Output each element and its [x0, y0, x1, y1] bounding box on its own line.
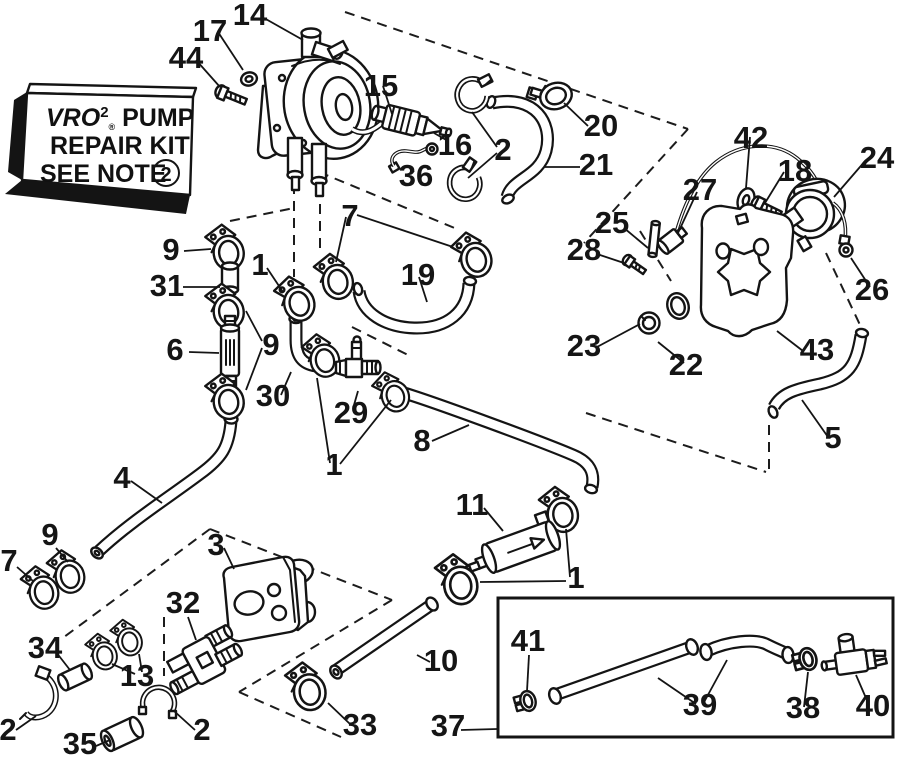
part-callout-11: 11	[456, 487, 489, 522]
part-callout-9: 9	[41, 517, 58, 552]
note-box: VRO2® PUMP REPAIR KIT SEE NOTE 2	[5, 82, 198, 214]
grommet-23	[637, 311, 661, 335]
part-callout-41: 41	[511, 623, 545, 658]
wire-clip-36	[387, 142, 439, 174]
part-callout-1: 1	[325, 447, 342, 482]
part-callout-32: 32	[166, 585, 200, 620]
part-callout-19: 19	[401, 257, 435, 292]
clamp-1c-left	[432, 550, 482, 609]
part-callout-33: 33	[343, 707, 377, 742]
screw-28	[621, 253, 648, 276]
part-callout-44: 44	[169, 40, 204, 75]
sleeve-35	[99, 715, 145, 753]
part-callout-26: 26	[855, 272, 889, 307]
part-callout-2: 2	[494, 132, 511, 167]
part-callout-43: 43	[800, 332, 834, 367]
part-callout-42: 42	[734, 120, 768, 155]
clamp-20	[525, 81, 573, 111]
part-callout-35: 35	[63, 726, 97, 757]
hose-19	[352, 275, 478, 335]
part-callout-6: 6	[166, 332, 183, 367]
hose-39b	[699, 634, 795, 665]
part-callout-10: 10	[424, 643, 458, 678]
part-callout-18: 18	[778, 153, 812, 188]
sensor-barrel-27	[656, 226, 689, 255]
clamp-33	[282, 658, 330, 715]
part-callout-13: 13	[120, 658, 154, 693]
part-callout-31: 31	[150, 268, 184, 303]
part-callout-9: 9	[262, 327, 279, 362]
part-callout-7: 7	[341, 198, 358, 233]
tee-fitting-29	[334, 335, 382, 379]
note-box-line2: REPAIR KIT	[50, 132, 190, 160]
note-box-line3: SEE NOTE	[40, 160, 166, 188]
part-callout-22: 22	[669, 347, 703, 382]
part-callout-21: 21	[579, 147, 613, 182]
part-callout-30: 30	[256, 378, 290, 413]
hose-39a	[547, 638, 700, 705]
fuel-filter-11	[467, 510, 562, 575]
part-callout-8: 8	[413, 423, 430, 458]
part-callout-9: 9	[162, 232, 179, 267]
lead-wire-26	[831, 201, 854, 258]
part-callout-15: 15	[364, 68, 398, 103]
retainer-1a	[270, 270, 320, 327]
note-box-line1: VRO2® PUMP	[46, 104, 194, 132]
clamp-7b	[17, 561, 63, 614]
part-callout-27: 27	[683, 172, 717, 207]
hose-4	[90, 413, 239, 560]
c-clip-2-center	[137, 684, 178, 720]
clamp-7-hose19	[447, 226, 497, 283]
part-callout-7: 7	[0, 543, 17, 578]
inline-filter-6	[219, 314, 241, 395]
hose-10	[329, 596, 439, 680]
fitting-15-16	[370, 103, 453, 138]
part-callout-23: 23	[567, 328, 601, 363]
part-callout-25: 25	[595, 205, 629, 240]
part-callout-38: 38	[786, 690, 820, 725]
vro-pump-assembly	[256, 27, 380, 198]
seal-22	[666, 292, 690, 320]
part-callout-29: 29	[334, 395, 368, 430]
pin-25	[647, 219, 661, 259]
sleeve-34	[56, 662, 94, 692]
double-fitting-32	[166, 624, 244, 696]
wire-27	[674, 144, 823, 234]
note-box-number: 2	[160, 164, 171, 186]
part-callout-34: 34	[28, 630, 63, 665]
hose-5	[767, 327, 870, 419]
part-callout-17: 17	[193, 13, 227, 48]
part-callout-39: 39	[683, 687, 717, 722]
clamp-9c	[202, 369, 248, 423]
assembly-dashed-lines	[59, 11, 862, 738]
part-callout-24: 24	[860, 140, 895, 175]
part-callout-16: 16	[438, 127, 472, 162]
fuel-connector-40	[820, 632, 888, 676]
bracket-3	[222, 555, 317, 643]
part-callout-1: 1	[567, 560, 584, 595]
clamp-7a	[310, 249, 357, 304]
part-callout-5: 5	[824, 420, 841, 455]
part-callout-4: 4	[113, 460, 131, 495]
part-callout-3: 3	[207, 527, 224, 562]
part-callout-20: 20	[584, 108, 618, 143]
part-callout-37: 37	[431, 708, 465, 743]
part-callout-28: 28	[567, 232, 601, 267]
nut-17	[239, 71, 259, 87]
part-callout-36: 36	[399, 158, 433, 193]
part-callout-14: 14	[233, 0, 268, 32]
tie-strap-2-left	[19, 665, 59, 721]
screw-44	[214, 84, 249, 106]
part-callout-2: 2	[0, 712, 17, 747]
part-callout-40: 40	[856, 688, 890, 723]
part-callout-2: 2	[193, 712, 210, 747]
spring-clamp-2-bottom	[443, 156, 487, 204]
part-callout-1: 1	[251, 247, 268, 282]
gasket-plate-43	[699, 203, 795, 338]
inset-box-37	[496, 596, 895, 739]
leader-lines	[15, 17, 871, 747]
